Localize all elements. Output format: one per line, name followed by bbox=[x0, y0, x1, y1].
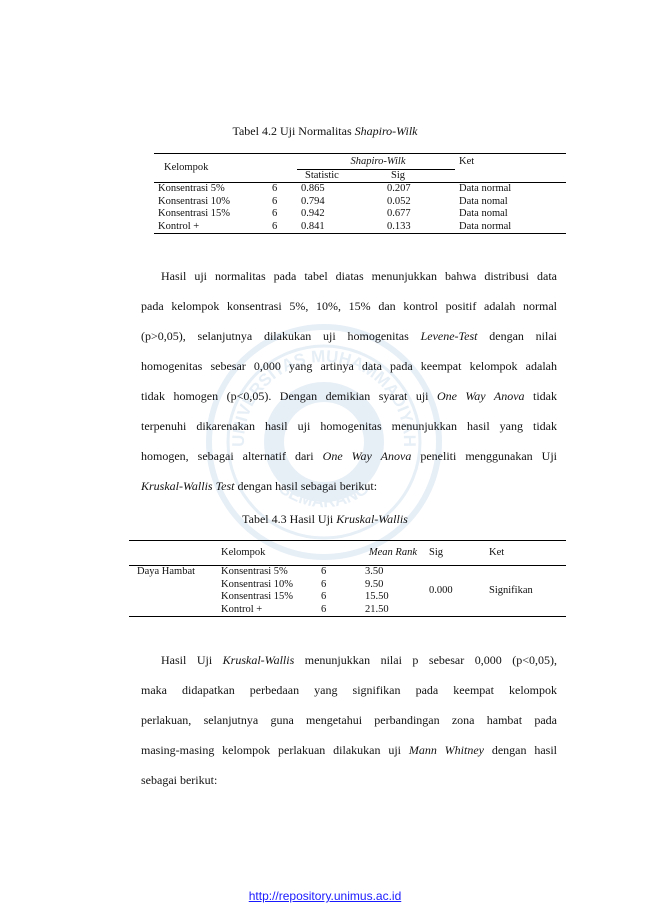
header-ket: Ket bbox=[459, 156, 475, 167]
header-sig: Sig bbox=[429, 546, 444, 558]
normality-table: Kelompok Shapiro-Wilk Ket Statistic Sig … bbox=[154, 153, 566, 234]
header-kelompok: Kelompok bbox=[164, 161, 209, 173]
repository-link[interactable]: http://repository.unimus.ac.id bbox=[248, 889, 402, 903]
table1-caption: Tabel 4.2 Uji Normalitas Shapiro-Wilk bbox=[232, 124, 418, 138]
row-label: Daya Hambat bbox=[137, 566, 196, 577]
paragraph-normality-result: Hasil uji normalitas pada tabel diatas m… bbox=[141, 269, 558, 493]
university-watermark-logo: UNIVERSITAS MUHAMMADIYAH SEMARANG bbox=[206, 324, 442, 560]
header-kelompok: Kelompok bbox=[221, 546, 266, 558]
ket-value: Signifikan bbox=[489, 584, 533, 596]
table2-caption: Tabel 4.3 Hasil Uji Kruskal-Wallis bbox=[242, 512, 408, 526]
header-statistic: Statistic bbox=[305, 169, 339, 181]
kruskal-wallis-table: Kelompok Mean Rank Sig Ket Daya Hambat K… bbox=[129, 540, 566, 617]
sig-value: 0.000 bbox=[429, 584, 453, 596]
header-ket: Ket bbox=[489, 546, 505, 558]
header-mean-rank: Mean Rank bbox=[368, 546, 417, 558]
header-shapiro-wilk: Shapiro-Wilk bbox=[297, 153, 455, 170]
paragraph-kruskal-result: Hasil Uji Kruskal-Wallis menunjukkan nil… bbox=[141, 653, 557, 787]
header-sig: Sig bbox=[391, 169, 406, 181]
